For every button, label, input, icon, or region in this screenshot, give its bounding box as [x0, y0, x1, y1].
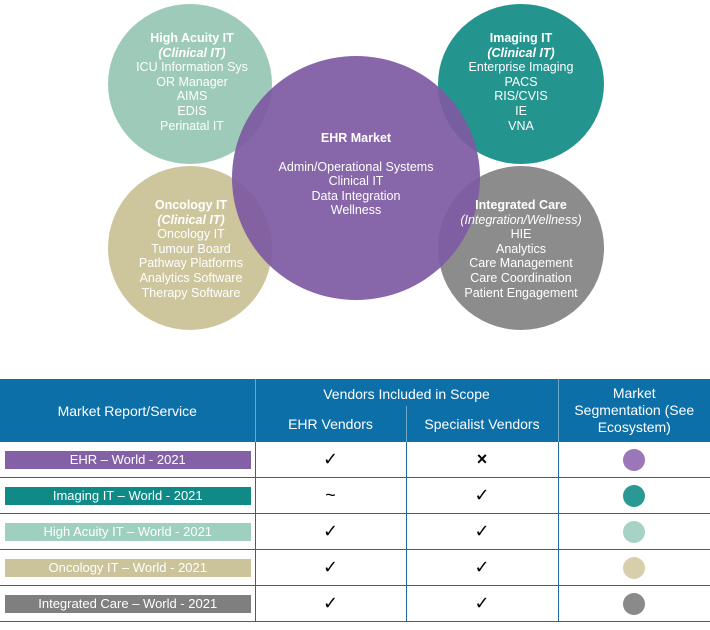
ehr-item: Admin/Operational Systems	[278, 159, 434, 174]
report-label-bar: EHR – World - 2021	[5, 450, 251, 469]
imaging-item: RIS/CVIS	[494, 89, 548, 104]
check-icon: ✓	[474, 521, 490, 541]
check-icon: ✓	[322, 557, 339, 577]
segment-dot	[623, 592, 646, 615]
imaging-text: Imaging IT (Clinical IT) Enterprise Imag…	[446, 31, 596, 133]
cross-icon: ×	[476, 449, 488, 469]
report-label-bar: Integrated Care – World - 2021	[5, 594, 251, 613]
check-icon: ✓	[474, 557, 490, 577]
check-icon: ✓	[322, 449, 339, 469]
integrated-care-subtitle: (Integration/Wellness)	[460, 212, 582, 227]
integrated-care-item: Patient Engagement	[464, 285, 578, 300]
check-icon: ✓	[474, 485, 490, 505]
imaging-item: Enterprise Imaging	[468, 60, 574, 75]
imaging-item: VNA	[508, 118, 534, 133]
ehr-title: EHR Market	[320, 131, 392, 145]
oncology-item: Oncology IT	[157, 227, 225, 242]
segment-dot	[623, 484, 646, 507]
oncology-item: Pathway Platforms	[138, 256, 244, 271]
high-acuity-item: EDIS	[177, 103, 207, 118]
integrated-care-item: Analytics	[495, 241, 547, 256]
header-specialist-vendors: Specialist Vendors	[405, 406, 559, 442]
high-acuity-item: ICU Information Sys	[136, 60, 248, 75]
integrated-care-title: Integrated Care	[475, 198, 567, 212]
oncology-subtitle: (Clinical IT)	[157, 212, 225, 227]
ehr-item: Data Integration	[311, 188, 401, 203]
integrated-care-text: Integrated Care (Integration/Wellness) H…	[446, 198, 596, 300]
high-acuity-title: High Acuity IT	[150, 31, 234, 45]
oncology-item: Therapy Software	[141, 285, 241, 300]
header-market-segmentation: Market Segmentation (See Ecosystem)	[557, 379, 710, 442]
table-row: Imaging IT – World - 2021 ~ ✓	[0, 477, 710, 514]
header-vendors-in-scope: Vendors Included in Scope	[254, 379, 559, 406]
table-row: Integrated Care – World - 2021 ✓ ✓	[0, 585, 710, 622]
report-label-bar: Imaging IT – World - 2021	[5, 486, 251, 505]
high-acuity-subtitle: (Clinical IT)	[158, 45, 226, 60]
high-acuity-item: OR Manager	[156, 74, 228, 89]
segment-dot	[623, 556, 646, 579]
report-label-bar: Oncology IT – World - 2021	[5, 558, 251, 577]
ehr-circle	[232, 56, 480, 300]
ehr-text: EHR Market Admin/Operational Systems Cli…	[262, 131, 450, 218]
integrated-care-item: Care Management	[469, 256, 573, 271]
oncology-text: Oncology IT (Clinical IT) Oncology IT Tu…	[116, 198, 266, 300]
high-acuity-item: AIMS	[176, 89, 208, 104]
check-icon: ✓	[322, 593, 339, 613]
report-label-bar: High Acuity IT – World - 2021	[5, 522, 251, 541]
check-icon: ✓	[474, 593, 490, 613]
imaging-item: IE	[515, 103, 527, 118]
ehr-item: Wellness	[330, 203, 382, 218]
header-ehr-vendors: EHR Vendors	[254, 406, 406, 442]
oncology-item: Tumour Board	[151, 241, 231, 256]
table-row: High Acuity IT – World - 2021 ✓ ✓	[0, 513, 710, 550]
ehr-item: Clinical IT	[328, 174, 384, 189]
table-row: Oncology IT – World - 2021 ✓ ✓	[0, 549, 710, 586]
header-market-report: Market Report/Service	[0, 379, 255, 442]
table-row: EHR – World - 2021 ✓ ×	[0, 442, 710, 478]
market-report-table: Market Report/Service Vendors Included i…	[0, 379, 710, 622]
segment-dot	[623, 520, 646, 543]
segment-dot	[623, 448, 646, 471]
integrated-care-item: HIE	[510, 227, 532, 242]
oncology-item: Analytics Software	[139, 270, 243, 285]
high-acuity-text: High Acuity IT (Clinical IT) ICU Informa…	[118, 31, 266, 133]
imaging-title: Imaging IT	[489, 31, 553, 45]
integrated-care-item: Care Coordination	[470, 270, 572, 285]
oncology-title: Oncology IT	[154, 198, 228, 212]
partial-icon: ~	[325, 485, 336, 505]
imaging-item: PACS	[504, 74, 538, 89]
imaging-subtitle: (Clinical IT)	[487, 45, 555, 60]
check-icon: ✓	[322, 521, 339, 541]
ecosystem-diagram: High Acuity IT (Clinical IT) ICU Informa…	[108, 4, 604, 330]
high-acuity-item: Perinatal IT	[160, 118, 224, 133]
